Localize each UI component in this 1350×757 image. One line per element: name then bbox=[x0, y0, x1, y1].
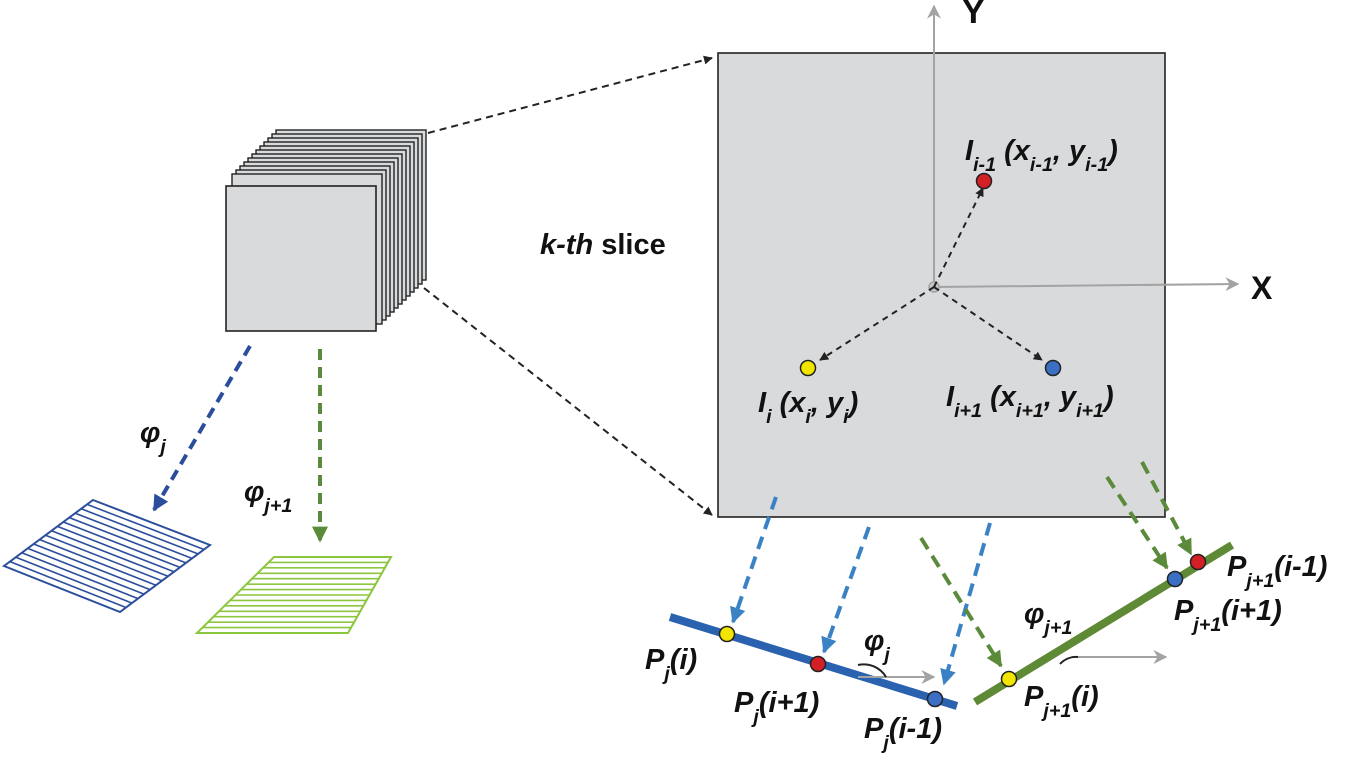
label-proj-j1-im1: Pj+1(i-1) bbox=[1227, 551, 1327, 592]
ray-blue-2 bbox=[821, 526, 871, 654]
point-current-yellow bbox=[799, 359, 817, 377]
projection-rays-blue bbox=[730, 496, 992, 686]
label-proj-j1-i1: Pj+1(i+1) bbox=[1174, 595, 1282, 636]
projection-hatched-plane-blue-icon bbox=[1, 498, 213, 614]
slice-label: k-th slice bbox=[540, 229, 666, 261]
ray-green-1 bbox=[919, 536, 1003, 668]
point-prev-red bbox=[975, 172, 993, 190]
projection-line-phi-j1 bbox=[972, 541, 1235, 706]
proj-point-j1-im1-red bbox=[1189, 553, 1207, 571]
point-vectors bbox=[819, 187, 1043, 361]
label-proj-j-i1: Pj(i+1) bbox=[734, 687, 819, 728]
vector-to-current bbox=[819, 286, 935, 361]
point-next-blue bbox=[1044, 359, 1062, 377]
axis-x-label: X bbox=[1251, 270, 1273, 306]
projection-arrow-phi-j bbox=[152, 344, 252, 512]
stack-to-slice-connectors bbox=[423, 55, 713, 516]
x-axis bbox=[933, 277, 1240, 292]
connector-top bbox=[427, 55, 713, 134]
label-phi-j1-right: φj+1 bbox=[1024, 598, 1072, 639]
coordinate-axes bbox=[927, 4, 1240, 292]
label-point-next: Ii+1 (xi+1, yi+1) bbox=[946, 381, 1114, 422]
label-phi-j-right: φj bbox=[864, 625, 890, 666]
label-point-prev: Ii-1 (xi-1, yi-1) bbox=[965, 135, 1118, 176]
label-proj-j-im1: Pj(i-1) bbox=[864, 713, 942, 754]
projection-rays-green bbox=[919, 461, 1193, 668]
ray-green-3 bbox=[1140, 461, 1193, 556]
ray-green-2 bbox=[1105, 475, 1169, 570]
label-phi-j1-left: φj+1 bbox=[244, 476, 292, 517]
angle-arc-phi-j bbox=[857, 663, 887, 678]
proj-point-j1-i-yellow bbox=[1000, 670, 1018, 688]
vector-to-prev bbox=[933, 187, 984, 288]
proj-point-j-i-yellow bbox=[718, 625, 736, 643]
proj-point-j1-i1-blue bbox=[1166, 570, 1184, 588]
label-point-current: Ii (xi, yi) bbox=[758, 387, 858, 428]
ray-blue-3 bbox=[940, 522, 992, 686]
angle-arc-phi-j1 bbox=[1059, 655, 1079, 665]
label-phi-j-left: φj bbox=[140, 417, 166, 458]
label-proj-j-i: Pj(i) bbox=[645, 644, 697, 685]
proj-point-j-i1-red bbox=[809, 655, 827, 673]
connector-bottom bbox=[423, 287, 713, 516]
ray-blue-1 bbox=[730, 496, 778, 624]
label-proj-j1-i: Pj+1(i) bbox=[1024, 681, 1099, 722]
axis-y-label: Y bbox=[962, 0, 985, 31]
proj-point-j-im1-blue bbox=[926, 690, 944, 708]
projection-hatched-plane-green-icon bbox=[194, 556, 393, 634]
stack-of-slices-icon bbox=[225, 129, 427, 332]
